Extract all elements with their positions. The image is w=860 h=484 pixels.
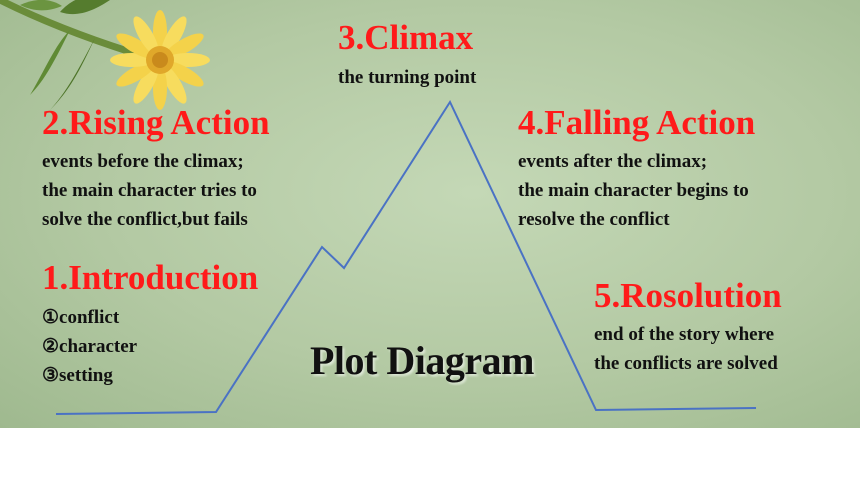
stage-falling-action-line: resolve the conflict — [518, 209, 670, 230]
flower-icon — [0, 0, 210, 110]
stage-falling-action-line: events after the climax; — [518, 151, 708, 172]
stage-rising-action-line: events before the climax; — [42, 151, 244, 172]
diagram-title: Plot Diagram — [310, 338, 534, 383]
stage-introduction-line: ①conflict — [42, 307, 120, 328]
stage-resolution-description: end of the story where the conflicts are… — [594, 320, 778, 378]
stage-falling-action-heading: 4.Falling Action — [518, 103, 756, 142]
stage-climax-description: the turning point — [338, 63, 476, 92]
stage-resolution-heading: 5.Rosolution — [594, 276, 782, 315]
stage-climax-line: the turning point — [338, 67, 477, 88]
plot-diagram-slide: 1.Introduction ①conflict ②character ③set… — [0, 0, 860, 428]
stage-introduction-line: ③setting — [42, 365, 113, 386]
stage-introduction-heading: 1.Introduction — [42, 258, 259, 297]
stage-rising-action-line: the main character tries to — [42, 180, 257, 201]
stage-falling-action-description: events after the climax; the main charac… — [518, 147, 749, 234]
plot-line — [55, 99, 757, 415]
stage-falling-action-line: the main character begins to — [518, 180, 749, 201]
blank-area — [0, 428, 860, 484]
stage-rising-action-description: events before the climax; the main chara… — [42, 147, 257, 234]
plot-line-chart — [55, 99, 757, 415]
stage-resolution-line: the conflicts are solved — [594, 353, 778, 374]
stage-resolution-line: end of the story where — [594, 324, 775, 345]
stage-rising-action-line: solve the conflict,but fails — [42, 209, 248, 230]
stage-rising-action-heading: 2.Rising Action — [42, 103, 270, 142]
stage-introduction-description: ①conflict ②character ③setting — [42, 303, 137, 390]
stage-climax-heading: 3.Climax — [338, 18, 474, 57]
stage-introduction-line: ②character — [42, 336, 138, 357]
